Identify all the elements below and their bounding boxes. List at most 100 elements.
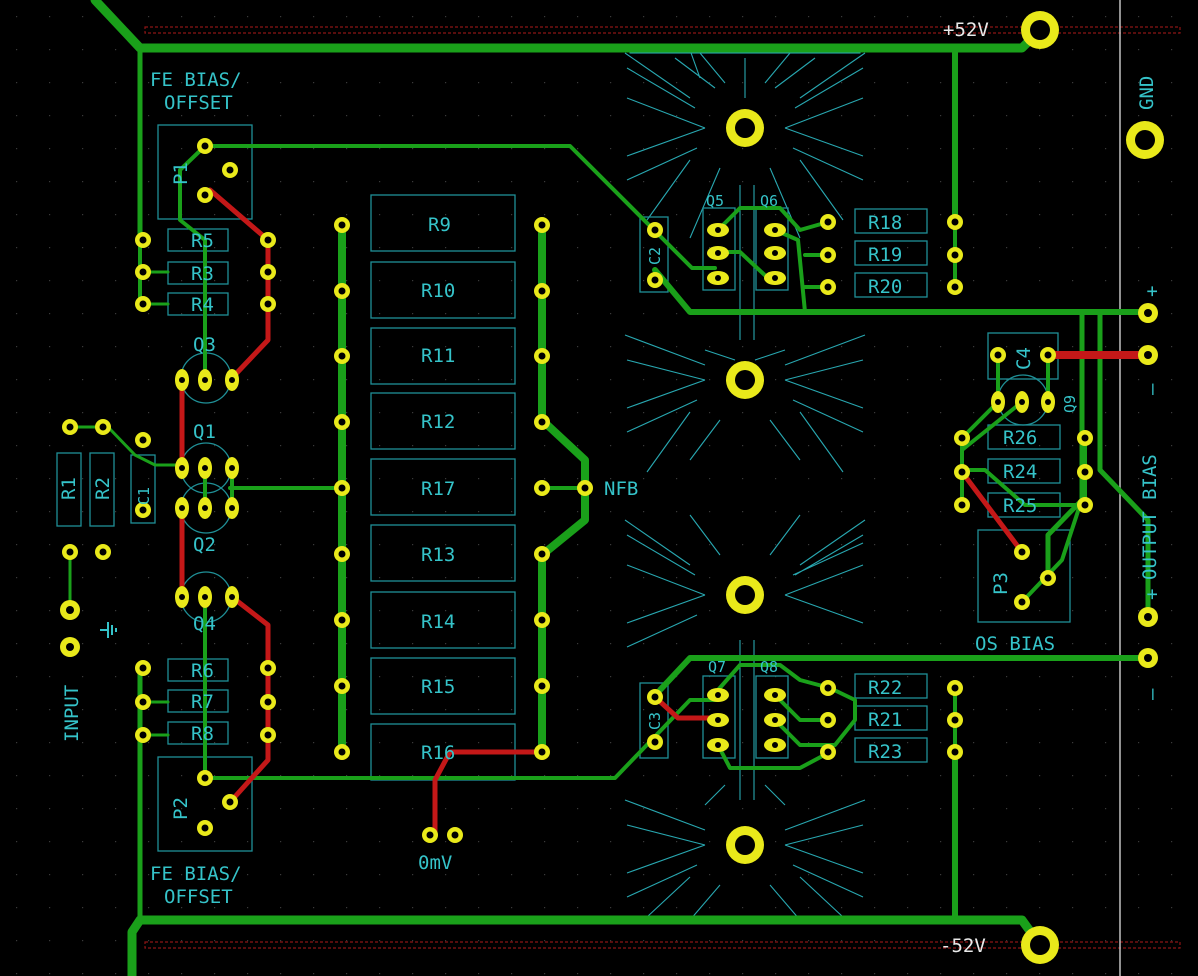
pads [60,11,1164,964]
pad-hole [538,550,546,558]
pad-hole [226,166,234,174]
pad-hole [538,287,546,295]
ref-Q4: Q4 [193,613,216,635]
pad-hole [1018,598,1026,606]
bottom-copper-traces [179,187,1152,838]
pad-hole [581,484,589,492]
pad-hole [451,831,459,839]
ref-Q6: Q6 [760,192,778,210]
labels: +52V -52V FE BIAS/ OFFSET FE BIAS/ OFFSE… [58,19,1163,957]
pad-hole [179,505,185,511]
ref-C1: C1 [135,487,153,505]
pad-hole [715,275,721,281]
gnd-label: GND [1136,76,1158,110]
pad-hole [1018,548,1026,556]
pad-hole [264,268,272,276]
pad-hole [538,221,546,229]
pad-hole [99,548,107,556]
output-minus-top: – [1141,383,1163,395]
pad-hole [715,717,721,723]
pad-hole [1019,399,1025,405]
ref-R21: R21 [868,709,902,731]
ref-R11: R11 [421,345,455,367]
pad-hole [772,250,778,256]
fe-bias-top-line2: OFFSET [164,92,233,114]
pad-hole [994,351,1002,359]
pad-hole [66,548,74,556]
pad-hole [338,682,346,690]
pad-hole [179,465,185,471]
ref-R3: R3 [191,263,214,285]
ref-R10: R10 [421,280,455,302]
ref-C3: C3 [646,712,664,730]
ref-R25: R25 [1003,495,1037,517]
ref-C4: C4 [1013,347,1035,370]
pad-hole [201,191,209,199]
ref-R2: R2 [92,477,114,500]
pad-hole [202,505,208,511]
pad-hole [1081,468,1089,476]
input-label: INPUT [61,685,83,742]
pad-hole [824,748,832,756]
pad-hole [824,283,832,291]
pad-hole [202,377,208,383]
pad-hole [66,423,74,431]
pad-hole [735,370,755,390]
pad-hole [338,352,346,360]
pad-hole [538,682,546,690]
rail-label-positive: +52V [943,19,989,41]
pad-hole [772,692,778,698]
pad-hole [201,824,209,832]
os-bias-label: OS BIAS [975,633,1055,655]
ref-Q5: Q5 [706,192,724,210]
pad-hole [229,465,235,471]
ref-R18: R18 [868,212,902,234]
ref-R19: R19 [868,244,902,266]
ref-R12: R12 [421,411,455,433]
pad-hole [772,717,778,723]
pad-hole [715,692,721,698]
pad-hole [651,276,659,284]
ref-R17: R17 [421,478,455,500]
ref-R7: R7 [191,691,214,713]
pad-hole [338,221,346,229]
pad-hole [139,731,147,739]
pad-hole [338,287,346,295]
pad-hole [735,835,755,855]
pad-hole [226,798,234,806]
output-plus-bottom: + [1141,589,1163,600]
pad-hole [99,423,107,431]
pad-hole [538,418,546,426]
ref-R9: R9 [428,214,451,236]
pad-hole [824,218,832,226]
pad-hole [426,831,434,839]
ref-C2: C2 [646,247,664,265]
pad-hole [1030,935,1050,955]
pad-hole [1081,501,1089,509]
ref-R6: R6 [191,660,214,682]
pad-hole [715,742,721,748]
pad-hole [824,251,832,259]
fe-bias-bottom-line2: OFFSET [164,886,233,908]
output-bias-label: OUTPUT BIAS [1139,454,1161,580]
pad-hole [951,283,959,291]
pad-hole [139,436,147,444]
nfb-label: NFB [604,478,638,500]
pad-hole [139,268,147,276]
pad-hole [951,684,959,692]
ref-R23: R23 [868,741,902,763]
pad-hole [179,377,185,383]
ref-R20: R20 [868,276,902,298]
pad-hole [179,594,185,600]
pad-hole [772,275,778,281]
pad-hole [139,664,147,672]
pad-hole [538,484,546,492]
ref-R13: R13 [421,544,455,566]
pad-hole [139,506,147,514]
pad-hole [66,606,74,614]
pad-hole [201,142,209,150]
ref-R15: R15 [421,676,455,698]
ref-Q1: Q1 [193,421,216,443]
pad-hole [958,434,966,442]
